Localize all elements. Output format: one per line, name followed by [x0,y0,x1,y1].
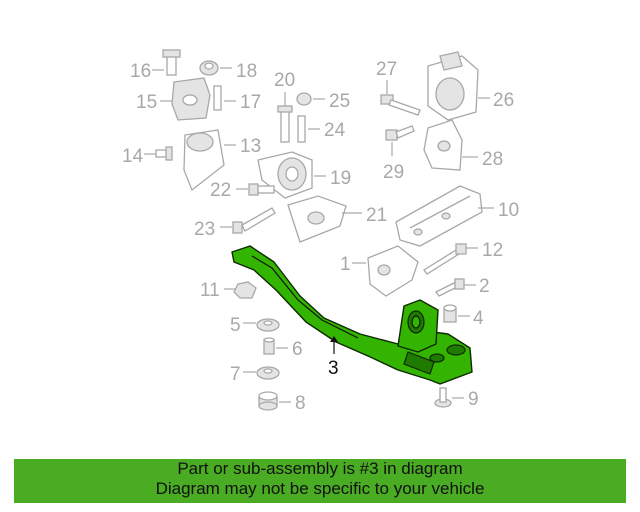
part-27-bolt [380,80,421,116]
part-11-nut [224,281,257,299]
callout-13: 13 [240,136,261,157]
part-26-mount [427,51,490,121]
callout-2: 2 [479,276,490,297]
info-banner: Part or sub-assembly is #3 in diagram Di… [14,459,626,503]
callout-12: 12 [482,240,503,261]
callout-3: 3 [328,358,339,379]
callout-15: 15 [136,92,157,113]
part-29-bolt [385,125,415,156]
part-1-bracket [352,245,419,297]
callout-28: 28 [482,149,503,170]
callout-18: 18 [236,61,257,82]
callout-19: 19 [330,168,351,189]
callout-4: 4 [473,308,484,329]
part-9-stud [434,387,464,408]
part-21-bracket [287,195,362,243]
callout-1: 1 [340,254,351,275]
callout-16: 16 [130,61,151,82]
callout-17: 17 [240,92,261,113]
part-14-bolt [144,146,173,161]
callout-3-arrow [330,336,338,342]
part-10-bracket [395,185,494,247]
callout-7: 7 [230,364,241,385]
part-24-stud [297,115,320,143]
callout-22: 22 [210,180,231,201]
part-17-stud [213,85,236,111]
part-5-washer [243,318,280,332]
part-7-washer [243,366,280,380]
callout-20: 20 [274,70,295,91]
callout-11: 11 [200,280,220,301]
part-12-bolt [423,243,478,275]
parts-diagram: 16 18 15 17 13 14 20 25 [122,49,519,414]
callout-10: 10 [498,200,519,221]
part-15-bracket [160,77,211,121]
callout-9: 9 [468,389,479,410]
callout-26: 26 [493,90,514,111]
callout-14: 14 [122,146,144,167]
part-25-nut [296,92,325,106]
part-16-bolt [152,49,181,76]
callout-29: 29 [383,162,404,183]
part-2-bolt [435,278,476,297]
part-23-bolt [220,207,276,234]
part-3-crossmember[interactable] [231,245,473,385]
callout-6: 6 [292,339,303,360]
part-22-bolt [236,183,275,196]
callout-23: 23 [194,219,215,240]
callout-8: 8 [295,393,306,414]
part-28-bracket [423,119,478,171]
part-18-nut [199,60,232,76]
part-8-bushing [258,391,291,411]
part-13-mount [183,129,236,192]
callout-27: 27 [376,59,397,80]
part-4-bushing [443,304,470,323]
callout-21: 21 [366,205,387,226]
callout-25: 25 [329,91,350,112]
part-20-bolt [277,92,293,143]
banner-line-2: Diagram may not be specific to your vehi… [155,479,485,498]
callout-24: 24 [324,120,346,141]
banner-line-1: Part or sub-assembly is #3 in diagram [177,459,463,478]
part-6-sleeve [263,337,288,355]
callout-5: 5 [230,315,241,336]
